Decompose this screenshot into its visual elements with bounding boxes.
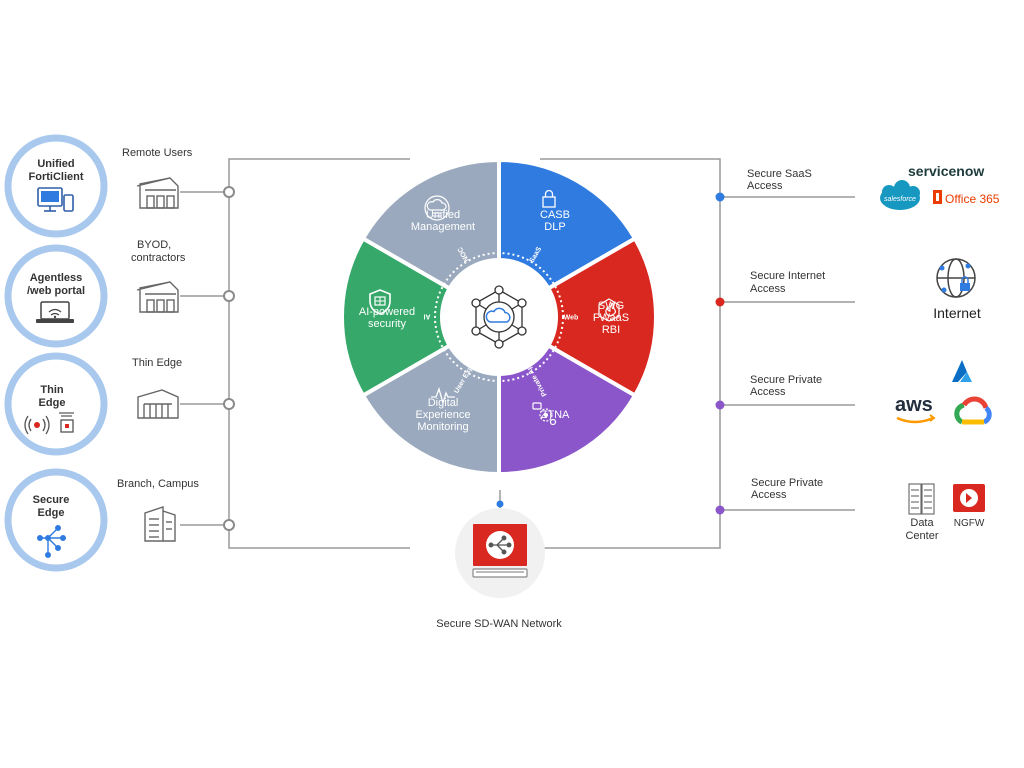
sdwan-device (455, 508, 545, 598)
swg-segment-icon (598, 298, 620, 322)
wheel-label-casb-0: CASB (540, 209, 570, 221)
ztna-segment-icon (532, 402, 557, 426)
wheel-label-swg-2: RBI (602, 324, 620, 336)
wheel-segment-mgmt (360, 157, 501, 292)
data-center-label-2: Center (905, 530, 938, 542)
salesforce-logo: salesforce (880, 180, 920, 210)
caption-branch-campus: Branch, Campus (117, 478, 199, 490)
node-label-line2: Edge (38, 507, 65, 519)
dot-private-2 (715, 505, 725, 515)
right-label-private-1: Secure Private (750, 374, 822, 386)
right-label-internet-2: Access (750, 283, 786, 295)
wheel-ring-label-ai: AI (423, 313, 430, 320)
node-label-line1: Secure (33, 494, 70, 506)
wheel-label-mgmt-1: Management (411, 221, 475, 233)
monitor-phone-icon (37, 187, 74, 212)
dot-private-1 (715, 400, 725, 410)
wireless-device-icon (24, 412, 74, 435)
caption-byod: BYOD, (137, 239, 171, 251)
globe-lock-icon (936, 258, 976, 298)
ngfw-icon (953, 484, 985, 512)
google-cloud-logo (954, 396, 992, 425)
wheel-label-ai-0: AI-powered (359, 306, 415, 318)
right-label-saas-1: Secure SaaS (747, 168, 812, 180)
casb-segment-icon (542, 189, 556, 208)
internet-label: Internet (933, 305, 981, 321)
sdwan-link-dot (496, 500, 504, 508)
data-center-label-1: Data (910, 517, 934, 529)
node-label-line1: Thin (40, 384, 63, 396)
left-node-agentless: Agentless /web portal (4, 244, 108, 348)
left-node-unified-forticlient: Unified FortiClient (4, 134, 108, 238)
center-hub (443, 261, 555, 373)
azure-logo (952, 360, 972, 382)
node-label-line2: Edge (39, 397, 66, 409)
wheel-label-dem-2: Monitoring (417, 421, 468, 433)
dot-saas (715, 192, 725, 202)
sdwan-label: Secure SD-WAN Network (436, 618, 562, 630)
node-label-line1: Unified (37, 158, 74, 170)
mgmt-segment-icon (424, 195, 450, 221)
sdwan-branch-icon (488, 535, 512, 555)
wheel-label-ztna-0: ZTNA (541, 409, 570, 421)
right-label-private-3: Secure Private (751, 477, 823, 489)
servicenow-logo: servicenow (908, 163, 984, 179)
right-junction-dots (715, 192, 725, 515)
wheel-label-ai-1: security (368, 318, 406, 330)
dem-segment-icon (431, 386, 455, 406)
caption-thin-edge: Thin Edge (132, 357, 182, 369)
wheel-dotted-ring (434, 252, 564, 382)
salesforce-text: salesforce (884, 196, 916, 203)
left-node-thin-edge: Thin Edge (4, 352, 108, 456)
wheel-segment-ztna (497, 342, 638, 477)
right-label-saas-2: Access (747, 180, 783, 192)
dot-internet (715, 297, 725, 307)
aws-text: aws (895, 394, 933, 416)
wheel-segment-ai (340, 235, 453, 399)
wheel-label-casb-1: DLP (544, 221, 565, 233)
wheel-label-mgmt-0: Unified (426, 209, 460, 221)
node-label-line2: FortiClient (29, 171, 84, 183)
wheel-ring-label-swg: Web (564, 315, 579, 322)
house-icon (136, 177, 179, 209)
left-node-secure-edge: Secure Edge (4, 468, 108, 572)
network-branch-icon (37, 525, 67, 559)
office365-logo: Office 365 (933, 190, 1000, 206)
cloud-hub-icon (471, 285, 527, 349)
ngfw-label: NGFW (954, 518, 985, 529)
right-label-private-4: Access (751, 489, 787, 501)
laptop-wifi-icon (36, 301, 74, 323)
wheel-label-dem-1: Experience (415, 409, 470, 421)
node-label-line2: /web portal (27, 285, 85, 297)
data-center-icon (908, 483, 935, 515)
caption-remote-users: Remote Users (122, 147, 193, 159)
ai-segment-icon (369, 289, 391, 315)
right-label-internet-1: Secure Internet (750, 270, 825, 282)
office-building-icon (144, 506, 176, 542)
right-label-private-2: Access (750, 386, 786, 398)
node-label-line1: Agentless (30, 272, 83, 284)
connector-lines (180, 158, 855, 549)
aws-logo: aws (895, 394, 936, 424)
caption-contractors: contractors (131, 252, 186, 264)
house-icon (136, 281, 179, 313)
office365-text: Office 365 (945, 192, 1000, 206)
left-junction-dots (223, 186, 235, 531)
wheel-label-swg-1: FWaaS (593, 312, 629, 324)
warehouse-icon (137, 389, 179, 419)
